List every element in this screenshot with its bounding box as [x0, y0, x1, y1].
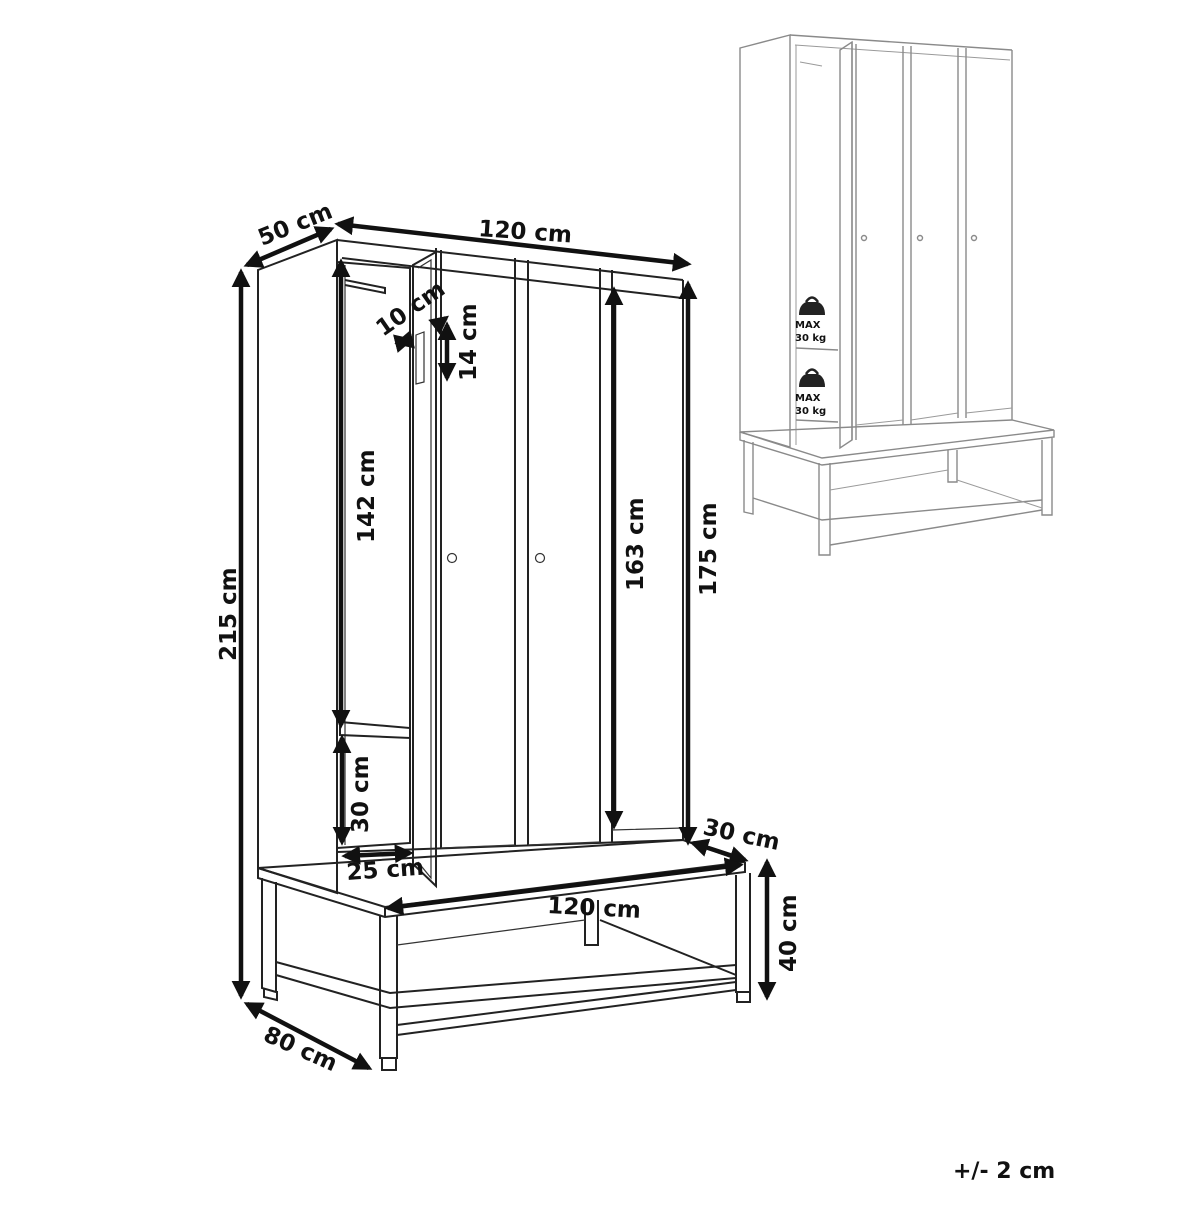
label-rail-height: 142 cm — [354, 449, 380, 543]
dim-line-vent-width-b — [428, 315, 449, 335]
lower-frame-front-b — [275, 974, 737, 1010]
preview-open-door — [839, 40, 853, 450]
door-vent — [415, 331, 425, 385]
weight-load-label: 30 kg — [795, 333, 826, 344]
dim-line-vent-width — [393, 330, 415, 353]
preview-bench-edge — [739, 430, 1055, 466]
lower-frame-bottom-b — [396, 981, 737, 1026]
kettlebell-icon — [799, 374, 825, 387]
preview-locker-drawing — [739, 34, 1055, 556]
preview-shelf-2 — [795, 419, 839, 423]
label-bench-height: 40 cm — [776, 894, 802, 972]
top-inner-edge — [341, 257, 683, 299]
label-door-height: 163 cm — [623, 497, 649, 591]
kettlebell-icon — [799, 302, 825, 315]
preview-divider — [902, 46, 912, 425]
label-total-height: 215 cm — [216, 567, 242, 661]
preview-side-rail — [956, 479, 1043, 509]
preview-upper-rail — [829, 469, 949, 491]
dimension-labels: 50 cm 120 cm 10 cm 14 cm 142 cm 163 cm 1… — [216, 198, 802, 1077]
weight-badge-lower: MAX 30 kg — [795, 368, 826, 417]
preview-leg-back — [947, 450, 958, 483]
preview-side-panel — [739, 34, 791, 448]
preview-top — [789, 34, 1013, 51]
dim-line-depth-top — [243, 226, 335, 268]
dim-line-width-top — [334, 216, 692, 272]
label-vent-height: 14 cm — [456, 303, 482, 381]
bench-leg — [735, 873, 751, 993]
dim-line-shelf-depth — [341, 844, 414, 865]
preview-lower-frame-b — [829, 509, 1043, 546]
label-body-height: 175 cm — [696, 502, 722, 596]
preview-divider — [957, 48, 967, 418]
lower-frame-side — [599, 919, 737, 976]
main-locker-drawing — [257, 238, 751, 1071]
tolerance-note: +/- 2 cm — [953, 1159, 1055, 1184]
bench-leg — [379, 915, 398, 1059]
preview-divider — [851, 42, 857, 440]
bench-leg — [261, 878, 277, 994]
dim-line-bench-width — [384, 857, 744, 916]
weight-load-label: 30 kg — [795, 406, 826, 417]
preview-leg — [743, 440, 754, 515]
door-lock — [446, 552, 458, 564]
leg-foot — [381, 1058, 397, 1071]
preview-rail — [799, 61, 823, 67]
cabinet-bottom — [336, 839, 684, 853]
upper-frame-rail — [396, 919, 586, 946]
label-bench-width: 120 cm — [547, 893, 642, 924]
weight-max-label: MAX — [795, 320, 821, 331]
dim-line-bench-depth — [689, 838, 749, 865]
preview-lock — [860, 234, 868, 242]
preview-lock — [916, 234, 924, 242]
lower-frame-front — [275, 961, 737, 995]
preview-leg — [818, 463, 831, 556]
lower-frame-bottom — [396, 989, 737, 1036]
dimension-lines — [231, 216, 777, 1070]
side-panel — [257, 238, 338, 895]
shelf — [339, 720, 411, 740]
door-bottoms — [440, 827, 684, 849]
top-edge — [336, 239, 684, 281]
preview-leg — [1041, 438, 1053, 516]
preview-lock — [970, 234, 978, 242]
weight-max-label: MAX — [795, 393, 821, 404]
preview-door-bottoms — [855, 407, 1013, 426]
dim-line-total-depth — [243, 1002, 373, 1070]
leg-foot — [736, 992, 751, 1003]
preview-shelf-1 — [795, 347, 839, 351]
label-shelf-height: 30 cm — [348, 755, 374, 833]
preview-bench-top — [739, 419, 1055, 459]
preview-lower-frame — [752, 497, 1043, 521]
leg-foot — [263, 988, 278, 1002]
bench-leg-back — [584, 900, 599, 946]
label-shelf-depth: 25 cm — [346, 855, 425, 886]
door-lock — [534, 552, 546, 564]
weight-badge-upper: MAX 30 kg — [795, 296, 826, 344]
hanging-rail — [344, 279, 386, 295]
